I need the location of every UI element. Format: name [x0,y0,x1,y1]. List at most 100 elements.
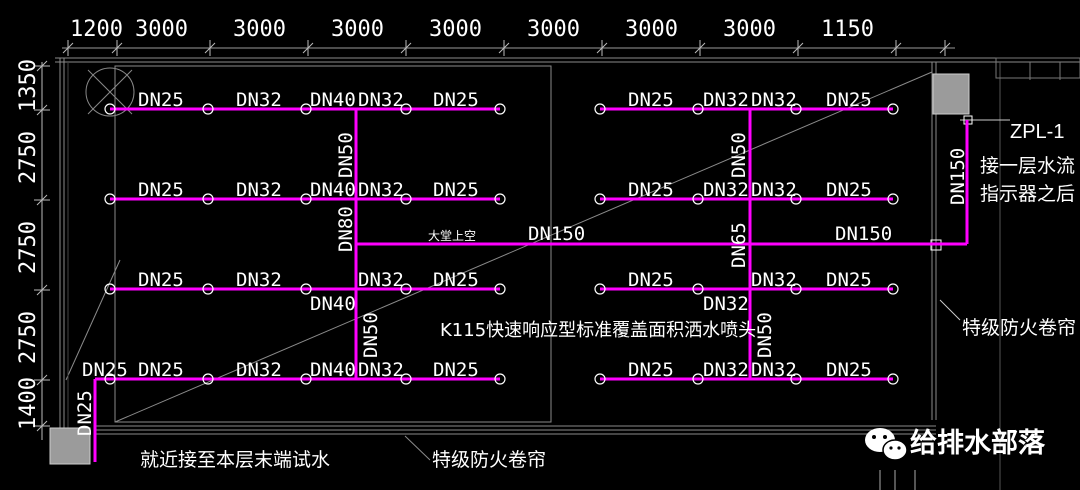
dim-top-1: 1200 [70,17,123,42]
sprinkler-head [104,103,116,115]
sprinkler-head [202,193,214,205]
label-r3-dn32-c: DN32 [751,269,797,291]
label-r1-dn25-a: DN25 [138,89,184,111]
label-main-dn150-b: DN150 [835,223,892,245]
label-r2-dn32-d: DN32 [751,179,797,201]
label-r2-dn32-b: DN32 [358,179,404,201]
sprinkler-head [104,283,116,295]
label-r1-dn32-b: DN32 [358,89,404,111]
label-r4-dn25-d: DN25 [628,359,674,381]
label-r3-dn32-a: DN32 [236,269,282,291]
dim-left-3: 2750 [16,221,41,274]
label-r2-dn32-a: DN32 [236,179,282,201]
label-r2-dn25-d: DN25 [826,179,872,201]
dim-left-2: 2750 [16,131,41,184]
label-r3-dn32-e: DN32 [703,293,749,315]
label-r1-dn32-c: DN32 [703,89,749,111]
sprinkler-head [300,103,312,115]
sprinkler-head [594,373,606,385]
watermark: 给排水部落 [865,427,1046,461]
sprinkler-head [790,103,802,115]
label-r4-dn25-a: DN25 [82,359,128,381]
architecture-linework [55,57,1080,490]
label-r3-dn40: DN40 [310,293,356,315]
dim-top-5: 3000 [429,17,482,42]
dim-top-9: 1150 [821,17,874,42]
watermark-text: 给排水部落 [910,427,1046,459]
label-r3-dn25-a: DN25 [138,269,184,291]
label-r4-dn40: DN40 [310,359,356,381]
sprinkler-head [300,373,312,385]
dim-top-7: 3000 [625,17,678,42]
sprinkler-head [594,103,606,115]
wechat-icon [865,428,908,461]
sprinkler-head [494,103,506,115]
sprinkler-head [692,193,704,205]
label-v-dn50-left-bottom: DN50 [360,312,382,358]
label-v-dn65: DN65 [728,222,750,268]
sprinkler-type-note: K115快速响应型标准覆盖面积洒水喷头 [440,320,756,341]
label-v-dn80: DN80 [335,206,357,252]
label-r3-dn25-d: DN25 [826,269,872,291]
label-r1-dn25-b: DN25 [433,89,479,111]
lobby-label: 大堂上空 [428,229,476,243]
label-r3-dn25-b: DN25 [433,269,479,291]
sprinkler-head [887,193,899,205]
sprinkler-head [494,373,506,385]
sprinkler-head [400,283,412,295]
label-r3-dn25-c: DN25 [628,269,674,291]
dim-top-3: 3000 [233,17,286,42]
label-v-dn150-riser: DN150 [947,148,969,205]
annotations: 大堂上空 K115快速响应型标准覆盖面积洒水喷头 ZPL-1 接一层水流 指示器… [140,121,1076,471]
label-r1-dn32-d: DN32 [751,89,797,111]
sprinkler-head [400,103,412,115]
sprinkler-head [300,283,312,295]
label-r4-dn25-e: DN25 [826,359,872,381]
label-r1-dn40: DN40 [310,89,356,111]
sprinkler-head [104,373,116,385]
label-main-dn150-a: DN150 [528,223,585,245]
dim-top-2: 3000 [135,17,188,42]
riser-box-top-right [932,73,970,115]
left-dimension-chain: 1350 2750 2750 2750 1400 [16,59,50,440]
sprinkler-head [400,193,412,205]
sprinkler-head [594,283,606,295]
dim-top-4: 3000 [331,17,384,42]
label-r4-dn32-d: DN32 [751,359,797,381]
sprinkler-head [202,373,214,385]
sprinkler-head [692,373,704,385]
label-r2-dn25-c: DN25 [628,179,674,201]
sprinkler-pipework [93,107,969,462]
label-r1-dn32-a: DN32 [236,89,282,111]
sprinkler-head [202,283,214,295]
label-r4-dn25-b: DN25 [138,359,184,381]
label-r3-dn32-b: DN32 [358,269,404,291]
label-r2-dn25-b: DN25 [433,179,479,201]
sprinkler-head [887,283,899,295]
label-r4-dn32-c: DN32 [703,359,749,381]
label-r2-dn25-a: DN25 [138,179,184,201]
label-v-dn25-drain: DN25 [74,390,96,436]
label-r2-dn32-c: DN32 [703,179,749,201]
sprinkler-head [400,373,412,385]
label-v-dn50-left-top: DN50 [335,132,357,178]
label-r4-dn32-b: DN32 [358,359,404,381]
label-r4-dn25-c: DN25 [433,359,479,381]
sprinkler-head [494,283,506,295]
sprinkler-head [104,193,116,205]
sprinkler-head [494,193,506,205]
label-r1-dn25-c: DN25 [628,89,674,111]
test-valve-box [49,427,91,465]
riser-id: ZPL-1 [1010,121,1064,143]
dim-top-6: 3000 [527,17,580,42]
dim-left-5: 1400 [16,377,41,430]
shutter-note-bottom: 特级防火卷帘 [432,449,546,471]
sprinkler-head [887,373,899,385]
top-dimension-chain: 1200 3000 3000 3000 3000 3000 3000 3000 … [62,17,955,56]
sprinkler-head [887,103,899,115]
sprinkler-head [790,283,802,295]
label-r4-dn32-a: DN32 [236,359,282,381]
sprinkler-head [790,193,802,205]
sprinkler-head [692,283,704,295]
